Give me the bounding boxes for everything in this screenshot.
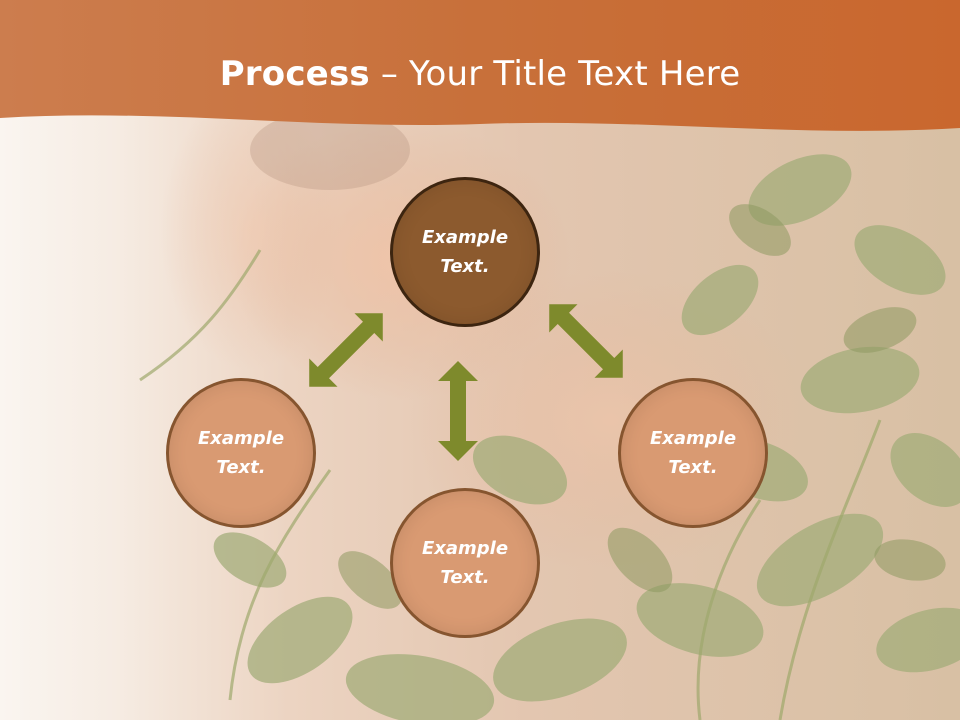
double-arrow-top-left xyxy=(309,313,383,387)
slide-title: Process – Your Title Text Here xyxy=(0,54,960,94)
process-node-left: Example Text. xyxy=(166,378,316,528)
title-bold: Process xyxy=(219,54,370,94)
process-node-top: Example Text. xyxy=(390,177,540,327)
title-rest: – Your Title Text Here xyxy=(369,54,741,94)
double-arrow-top-bottom xyxy=(438,361,478,461)
process-node-bottom: Example Text. xyxy=(390,488,540,638)
double-arrow-top-right xyxy=(549,304,623,378)
process-node-right: Example Text. xyxy=(618,378,768,528)
